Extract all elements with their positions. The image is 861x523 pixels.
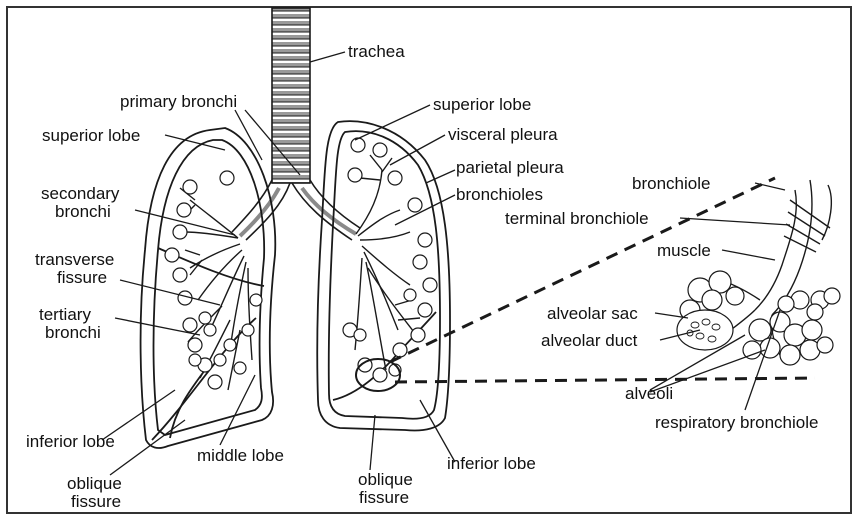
label-tertiary-bronchi-line2: bronchi [45, 323, 101, 342]
primary-bronchi-shape [232, 180, 360, 240]
label-alveoli: alveoli [625, 384, 673, 403]
label-trachea: trachea [348, 42, 405, 61]
label-superior-lobe-left: superior lobe [42, 126, 140, 145]
label-bronchiole: bronchiole [632, 174, 710, 193]
label-secondary-bronchi-line2: bronchi [55, 202, 111, 221]
label-tertiary-bronchi-line1: tertiary [39, 305, 91, 324]
label-middle-lobe: middle lobe [197, 446, 284, 465]
label-parietal-pleura: parietal pleura [456, 158, 564, 177]
label-oblique-fissure-right-line2: fissure [359, 488, 409, 507]
label-terminal-bronchiole: terminal bronchiole [505, 209, 649, 228]
label-muscle: muscle [657, 241, 711, 260]
label-oblique-fissure-left-line2: fissure [71, 492, 121, 511]
magnified-alveolar-sacs [677, 271, 840, 365]
right-lung-shape [317, 121, 450, 430]
label-superior-lobe-right: superior lobe [433, 95, 531, 114]
label-transverse-fissure-line2: fissure [57, 268, 107, 287]
label-oblique-fissure-left-line1: oblique [67, 474, 122, 493]
label-secondary-bronchi-line1: secondary [41, 184, 119, 203]
label-respiratory-bronchiole: respiratory bronchiole [655, 413, 818, 432]
label-bronchioles: bronchioles [456, 185, 543, 204]
label-visceral-pleura: visceral pleura [448, 125, 558, 144]
label-transverse-fissure-line1: transverse [35, 250, 114, 269]
label-alveolar-duct: alveolar duct [541, 331, 637, 350]
label-primary-bronchi: primary bronchi [120, 92, 237, 111]
label-oblique-fissure-right-line1: oblique [358, 470, 413, 489]
label-inferior-lobe-left: inferior lobe [26, 432, 115, 451]
label-inferior-lobe-right: inferior lobe [447, 454, 536, 473]
label-alveolar-sac: alveolar sac [547, 304, 638, 323]
trachea-shape [272, 8, 310, 183]
